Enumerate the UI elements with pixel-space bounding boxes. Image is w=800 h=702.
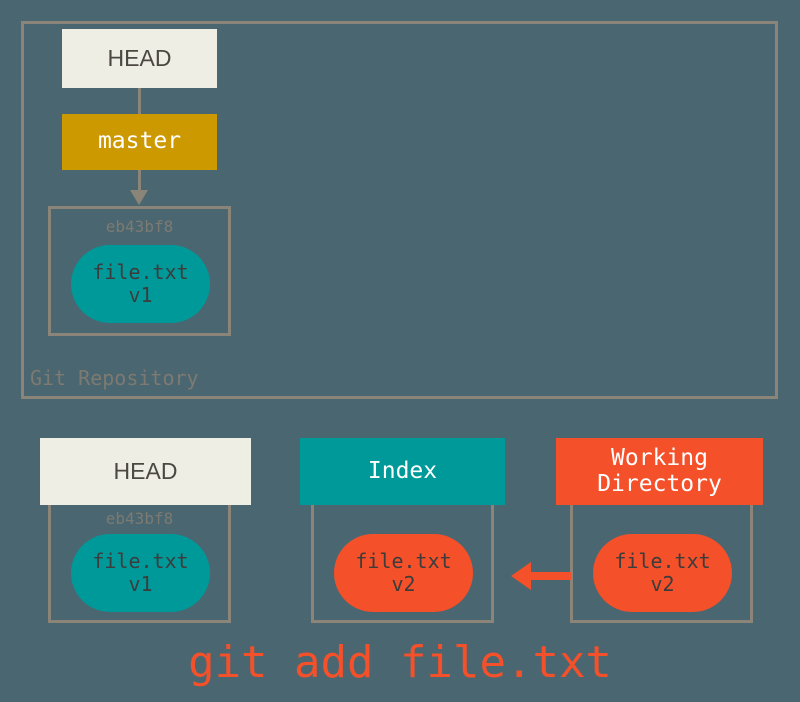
index-area-header: Index [300, 438, 505, 505]
head-area-header-label: HEAD [113, 457, 178, 484]
working-directory-area-blob: file.txt v2 [593, 534, 732, 612]
working-directory-header-line2: Directory [597, 470, 722, 497]
head-area-blob: file.txt v1 [71, 534, 210, 612]
repo-commit-blob: file.txt v1 [71, 245, 210, 323]
wd-to-index-arrowhead [511, 562, 531, 590]
head-area-blob-filename: file.txt [92, 549, 189, 573]
repo-commit-box: eb43bf8 file.txt v1 [48, 206, 231, 336]
master-to-commit-line [138, 170, 141, 192]
working-directory-header-line1: Working [611, 444, 708, 471]
master-to-commit-arrowhead [130, 190, 148, 205]
index-area-blob: file.txt v2 [334, 534, 473, 612]
index-area-box: file.txt v2 [311, 505, 494, 623]
working-directory-area-header: Working Directory [556, 438, 763, 505]
wd-to-index-arrow-shaft [531, 572, 571, 580]
git-repository-frame [21, 21, 778, 399]
working-directory-area-blob-filename: file.txt [614, 549, 711, 573]
index-area-header-label: Index [367, 457, 438, 484]
repo-head-box: HEAD [62, 29, 217, 88]
repo-commit-blob-version: v1 [128, 283, 153, 307]
head-area-sha: eb43bf8 [105, 509, 174, 528]
command-caption: git add file.txt [188, 637, 612, 688]
head-area-box: eb43bf8 file.txt v1 [48, 505, 231, 623]
repo-master-label: master [97, 128, 182, 155]
working-directory-area-blob-version: v2 [650, 572, 675, 596]
repo-master-box: master [62, 114, 217, 170]
index-area-blob-filename: file.txt [355, 549, 452, 573]
repo-commit-sha: eb43bf8 [105, 217, 174, 236]
head-area-header: HEAD [40, 438, 251, 505]
working-directory-area-box: file.txt v2 [570, 505, 753, 623]
repo-head-label: HEAD [107, 44, 172, 71]
head-to-master-line [138, 88, 141, 114]
repo-commit-blob-filename: file.txt [92, 260, 189, 284]
git-repository-label: Git Repository [30, 366, 199, 390]
head-area-blob-version: v1 [128, 572, 153, 596]
index-area-blob-version: v2 [391, 572, 416, 596]
